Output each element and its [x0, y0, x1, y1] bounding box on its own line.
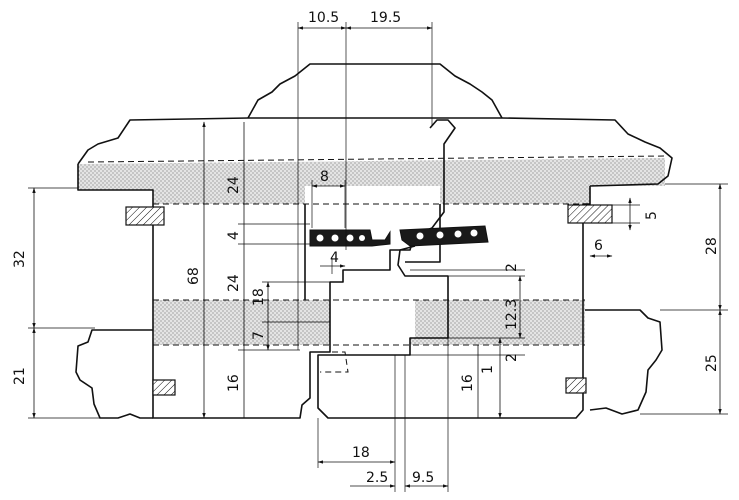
- seals: [125, 204, 613, 396]
- left-lower-frame-outline: [75, 329, 153, 419]
- dim-right-16: 16: [460, 374, 476, 392]
- dim-right-5: 5: [644, 211, 660, 220]
- dim-center-24-top: 24: [226, 176, 242, 194]
- hatched-block-right-lower: [565, 377, 587, 394]
- right-lower-frame-outline: [585, 309, 663, 415]
- dim-top-left: 10.5: [308, 10, 339, 26]
- center-fin-outline: [411, 119, 456, 237]
- hatched-block-left-upper: [125, 206, 165, 226]
- hatched-block-right-upper: [567, 204, 613, 224]
- dim-right-2-top: 2: [504, 263, 520, 272]
- top-cap-outline: [247, 63, 503, 119]
- dim-bottom-18: 18: [352, 445, 370, 461]
- dim-right-12-3: 12.3: [504, 299, 520, 330]
- dim-right-2-bottom: 2: [504, 353, 520, 362]
- dim-gasket-4: 4: [330, 250, 339, 266]
- dimension-lines: [28, 22, 728, 492]
- hatched-block-left-lower: [152, 379, 176, 396]
- middle-insulation-band-right: [410, 300, 585, 345]
- frame-right-outline: [317, 186, 591, 419]
- dim-center-18-vert: 18: [251, 288, 267, 306]
- dim-center-24-mid: 24: [226, 274, 242, 292]
- dim-center-16-left: 16: [226, 374, 242, 392]
- dim-gasket-8: 8: [320, 169, 329, 185]
- dim-right-25: 25: [704, 354, 720, 372]
- middle-insulation-band: [153, 300, 330, 345]
- dim-top-right: 19.5: [370, 10, 401, 26]
- frame-left-outline: [77, 164, 416, 419]
- dim-center-4: 4: [226, 231, 242, 240]
- profile-outlines: [75, 63, 673, 419]
- glazing-gasket-right: [399, 225, 489, 247]
- dim-right-28: 28: [704, 237, 720, 255]
- dim-bottom-9-5: 9.5: [412, 470, 434, 486]
- dim-left-32: 32: [12, 250, 28, 268]
- upper-insulation-band: [78, 158, 665, 204]
- dim-left-21: 21: [12, 367, 28, 385]
- dim-bottom-2-5: 2.5: [366, 470, 388, 486]
- insulation-bands: [78, 158, 665, 345]
- hidden-lines: [87, 155, 666, 373]
- dim-right-6: 6: [594, 238, 603, 254]
- frame-top-outline: [77, 117, 673, 187]
- dim-right-1: 1: [480, 365, 496, 374]
- dimension-labels: 10.5 19.5 32 21 24 4 68 24 18 7 16 8 4 2…: [12, 10, 720, 486]
- inner-channel-outline: [304, 204, 441, 300]
- dim-center-7: 7: [251, 331, 267, 340]
- dim-center-68: 68: [186, 267, 202, 285]
